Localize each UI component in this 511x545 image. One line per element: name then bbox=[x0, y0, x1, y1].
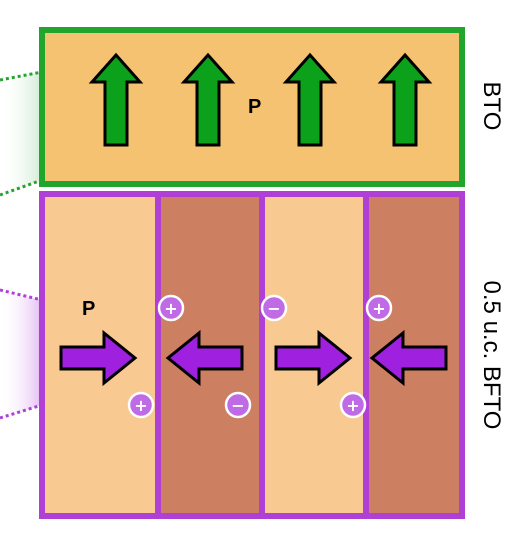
bfto-domain-walls bbox=[155, 194, 369, 516]
positive-charge-icon: + bbox=[127, 391, 155, 419]
up-arrow-icon bbox=[88, 52, 144, 147]
top-connector-line-lower bbox=[0, 178, 43, 197]
positive-charge-icon: + bbox=[365, 294, 393, 322]
bfto-layer-box bbox=[39, 191, 465, 519]
bto-label: BTO bbox=[478, 82, 505, 131]
right-arrow-icon bbox=[59, 329, 138, 387]
bto-polarization-arrows bbox=[88, 52, 433, 147]
bound-charges: + + − − + + bbox=[127, 294, 393, 419]
left-arrow-icon bbox=[165, 329, 244, 387]
bfto-polarization-arrows bbox=[59, 329, 448, 387]
up-arrow-icon bbox=[377, 52, 433, 147]
bottom-connector-line-lower bbox=[0, 403, 43, 420]
left-arrow-icon bbox=[369, 329, 448, 387]
charge-sign: + bbox=[346, 396, 359, 415]
bfto-layer: P + + − − + + bbox=[39, 191, 465, 519]
up-arrow-icon bbox=[282, 52, 338, 147]
right-arrow-icon bbox=[274, 329, 353, 387]
bottom-connector-line-upper bbox=[0, 288, 43, 302]
charge-sign: − bbox=[267, 299, 280, 318]
bto-layer: P bbox=[39, 27, 465, 187]
up-arrow-icon bbox=[180, 52, 236, 147]
charge-sign: + bbox=[164, 299, 177, 318]
bottom-connector-wedge bbox=[0, 288, 43, 420]
negative-charge-icon: − bbox=[260, 294, 288, 322]
charge-sign: + bbox=[372, 299, 385, 318]
charge-sign: − bbox=[231, 396, 244, 415]
positive-charge-icon: + bbox=[339, 391, 367, 419]
top-connector-wedge bbox=[0, 70, 43, 197]
charge-sign: + bbox=[134, 396, 147, 415]
bto-polarization-label: P bbox=[248, 96, 261, 118]
bfto-polarization-label: P bbox=[82, 298, 95, 320]
bfto-label: 0.5 u.c. BFTO bbox=[478, 281, 505, 430]
negative-charge-icon: − bbox=[224, 391, 252, 419]
top-connector-line-upper bbox=[0, 70, 43, 82]
positive-charge-icon: + bbox=[157, 294, 185, 322]
